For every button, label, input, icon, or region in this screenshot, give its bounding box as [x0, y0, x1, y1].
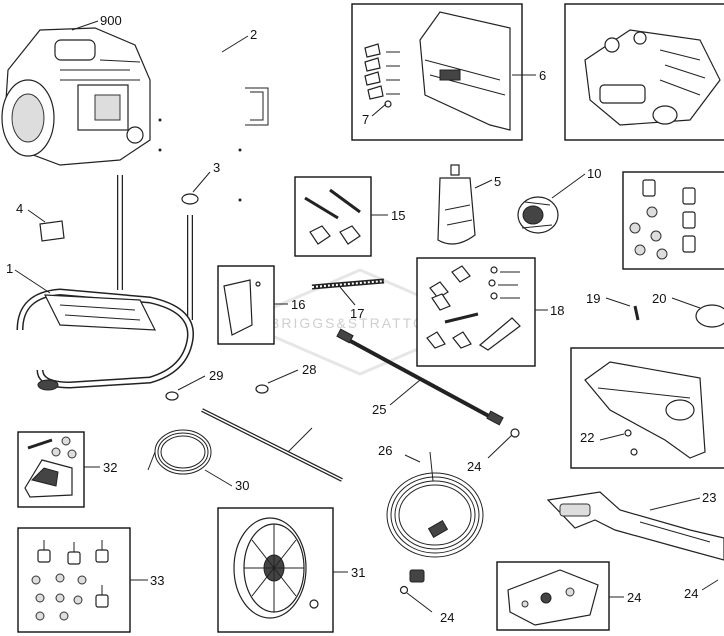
- callout-shroud-hardware: 7: [362, 112, 369, 127]
- oring-29-part: [165, 391, 179, 401]
- knob-illustration: [517, 196, 559, 234]
- callout-washer-hose: 24: [440, 610, 454, 625]
- callout-engine: 900: [100, 13, 122, 28]
- callout-knob: 10: [587, 166, 601, 181]
- watermark-text: BRIGGS&STRATTON: [270, 315, 438, 331]
- callout-wand: 25: [372, 402, 386, 417]
- callout-pin-19: 19: [586, 291, 600, 306]
- hardware-box-18: [416, 257, 536, 367]
- callout-oring-29: 29: [209, 368, 223, 383]
- callout-cap-20: 20: [652, 291, 666, 306]
- gun-illustration: [546, 491, 724, 561]
- callout-label: 4: [16, 201, 23, 216]
- washer-28-part: [255, 384, 269, 394]
- bracket-16-part: [223, 279, 253, 336]
- bottle-illustration: [437, 164, 476, 245]
- callout-kit-24: 24: [627, 590, 641, 605]
- cap-part: [181, 193, 199, 205]
- label-part: [39, 220, 65, 242]
- wand-illustration: [336, 328, 520, 438]
- callout-washer-right: 24: [684, 586, 698, 601]
- pin-19-part: [633, 305, 640, 321]
- callout-bracket-16: 16: [291, 297, 305, 312]
- handle-illustration: [158, 46, 269, 230]
- kit-24-parts: [507, 569, 599, 626]
- muffler-illustration: [584, 361, 706, 459]
- shroud-illustration: [419, 11, 511, 131]
- coil-30-part: [147, 429, 212, 475]
- pump-illustration: [584, 29, 721, 126]
- callout-mounts-33: 33: [150, 573, 164, 588]
- engine-illustration: [1, 27, 151, 166]
- callout-frame: 1: [6, 261, 13, 276]
- foot-32-parts: [24, 436, 77, 498]
- hardware-15-parts: [304, 188, 361, 245]
- callout-coil-30: 30: [235, 478, 249, 493]
- hardware-right-parts: [629, 179, 696, 260]
- callout-wheel-31: 31: [351, 565, 365, 580]
- shroud-hardware: [364, 43, 400, 108]
- cap-20-part: [695, 304, 724, 328]
- mounts-33-parts: [31, 540, 109, 621]
- hose-26-part: [386, 451, 484, 595]
- callout-hose: 26: [378, 443, 392, 458]
- callout-bolt-17: 17: [350, 306, 364, 321]
- callout-foot-32: 32: [103, 460, 117, 475]
- frame-illustration: [16, 175, 194, 391]
- callout-hardware-18: 18: [550, 303, 564, 318]
- callout-handle: 2: [250, 27, 257, 42]
- wheel-31-part: [233, 517, 319, 619]
- callout-washer-28: 28: [302, 362, 316, 377]
- callout-cap: 3: [213, 160, 220, 175]
- callout-washer-wand: 24: [467, 459, 481, 474]
- callout-screw-22: 22: [580, 430, 594, 445]
- callout-shroud: 6: [539, 68, 546, 83]
- hardware-18-parts: [426, 265, 521, 351]
- callout-hardware-15: 15: [391, 208, 405, 223]
- callout-bottle: 5: [494, 174, 501, 189]
- callout-gun: 23: [702, 490, 716, 505]
